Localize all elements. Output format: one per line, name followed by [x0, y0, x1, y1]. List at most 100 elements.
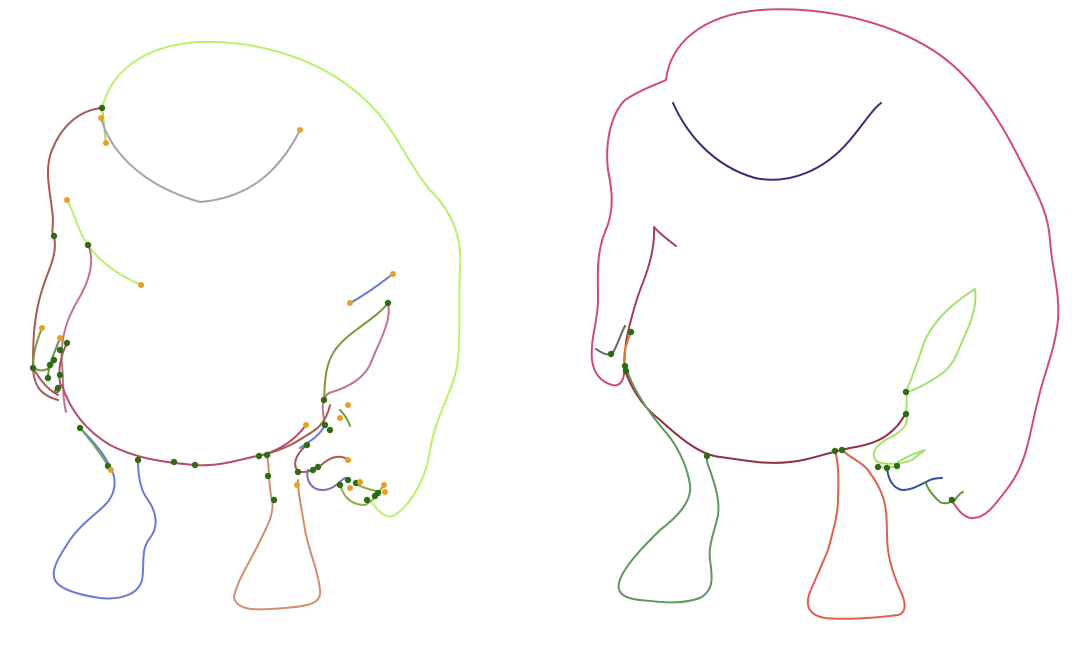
junction-point [170, 458, 178, 466]
junction-point [54, 384, 62, 392]
endpoint-point [347, 300, 353, 306]
right-right-arm-stroke [905, 288, 977, 393]
right-arm-green-stroke [323, 302, 389, 401]
right-left-arm-stroke [623, 226, 677, 369]
junction-point [326, 426, 334, 434]
left-arm-green-stroke-2 [87, 244, 142, 286]
junction-point [363, 496, 371, 504]
junction-point [255, 452, 263, 460]
right-arm-outline-stroke [321, 302, 390, 426]
right-hand-brown-stroke [261, 404, 331, 456]
right-finger-green [339, 482, 385, 506]
junction-point [294, 468, 302, 476]
right-junction-points [607, 328, 956, 504]
left-outline-stroke [101, 40, 462, 518]
junction-point [29, 364, 37, 372]
endpoint-point [64, 197, 70, 203]
endpoint-point [345, 457, 351, 463]
endpoint-point [138, 282, 144, 288]
right-leg-stroke [233, 454, 322, 611]
junction-point [191, 461, 199, 469]
endpoint-point [381, 482, 387, 488]
left-leg-stroke [52, 427, 157, 600]
junction-point [264, 472, 272, 480]
junction-point [303, 441, 311, 449]
endpoint-point [103, 140, 109, 146]
junction-point [627, 328, 635, 336]
endpoint-point [39, 325, 45, 331]
right-finger-grey [595, 325, 626, 356]
junction-point [63, 339, 71, 347]
left-endpoint-points [39, 115, 396, 495]
endpoint-point [98, 115, 104, 121]
junction-point [838, 446, 846, 454]
left-finger-4 [32, 367, 59, 396]
left-junction-points [29, 104, 392, 504]
junction-point [50, 356, 58, 364]
endpoint-point [345, 402, 351, 408]
left-eye-arc-stroke [100, 117, 301, 203]
junction-point [50, 232, 58, 240]
endpoint-point [347, 485, 353, 491]
left-arm-down-stroke [60, 244, 93, 413]
right-left-leg-stroke [617, 369, 720, 604]
endpoint-point [390, 271, 396, 277]
endpoint-point [382, 489, 388, 495]
endpoint-point [57, 335, 63, 341]
left-finger-3 [54, 344, 67, 394]
right-thumb-stroke [306, 469, 346, 491]
junction-point [948, 496, 956, 504]
endpoint-point [294, 482, 300, 488]
junction-point [314, 463, 322, 471]
junction-point [893, 462, 901, 470]
junction-point [344, 476, 352, 484]
endpoint-point [303, 422, 309, 428]
junction-point [320, 396, 328, 404]
junction-point [56, 371, 64, 379]
junction-point [622, 367, 630, 375]
junction-point [134, 456, 142, 464]
junction-point [336, 481, 344, 489]
junction-point [321, 421, 329, 429]
junction-point [46, 361, 54, 369]
right-body-outline-stroke [665, 8, 1060, 520]
junction-point [76, 424, 84, 432]
junction-point [374, 489, 382, 497]
right-blue-finger-stroke [886, 467, 943, 491]
junction-point [902, 410, 910, 418]
junction-point [607, 350, 615, 358]
right-thumb-small [339, 409, 351, 427]
junction-point [263, 451, 271, 459]
endpoint-point [357, 479, 363, 485]
left-leg-green-stroke [79, 427, 109, 467]
junction-point [703, 452, 711, 460]
junction-point [883, 464, 891, 472]
right-mouth-arc-stroke [672, 102, 882, 181]
junction-point [874, 463, 882, 471]
right-belly-stroke [623, 367, 907, 464]
junction-point [270, 496, 278, 504]
right-sketch-panel [590, 8, 1060, 620]
junction-point [309, 466, 317, 474]
endpoint-point [297, 127, 303, 133]
right-thumb-stroke [925, 482, 964, 505]
right-right-leg-stroke [806, 449, 906, 620]
right-body-left-stroke [590, 79, 667, 387]
junction-point [84, 241, 92, 249]
left-arm-green-stroke [66, 199, 89, 246]
endpoint-point [337, 415, 343, 421]
junction-point [831, 447, 839, 455]
right-right-arm-lower [872, 391, 926, 465]
junction-point [98, 104, 106, 112]
junction-point [44, 374, 52, 382]
junction-point [384, 299, 392, 307]
endpoint-point [108, 467, 114, 473]
junction-point [902, 388, 910, 396]
junction-point [56, 346, 64, 354]
left-sketch-panel [29, 40, 462, 611]
right-fingers-stroke [294, 444, 349, 473]
right-blue-stroke [349, 273, 394, 304]
junction-point [621, 362, 629, 370]
